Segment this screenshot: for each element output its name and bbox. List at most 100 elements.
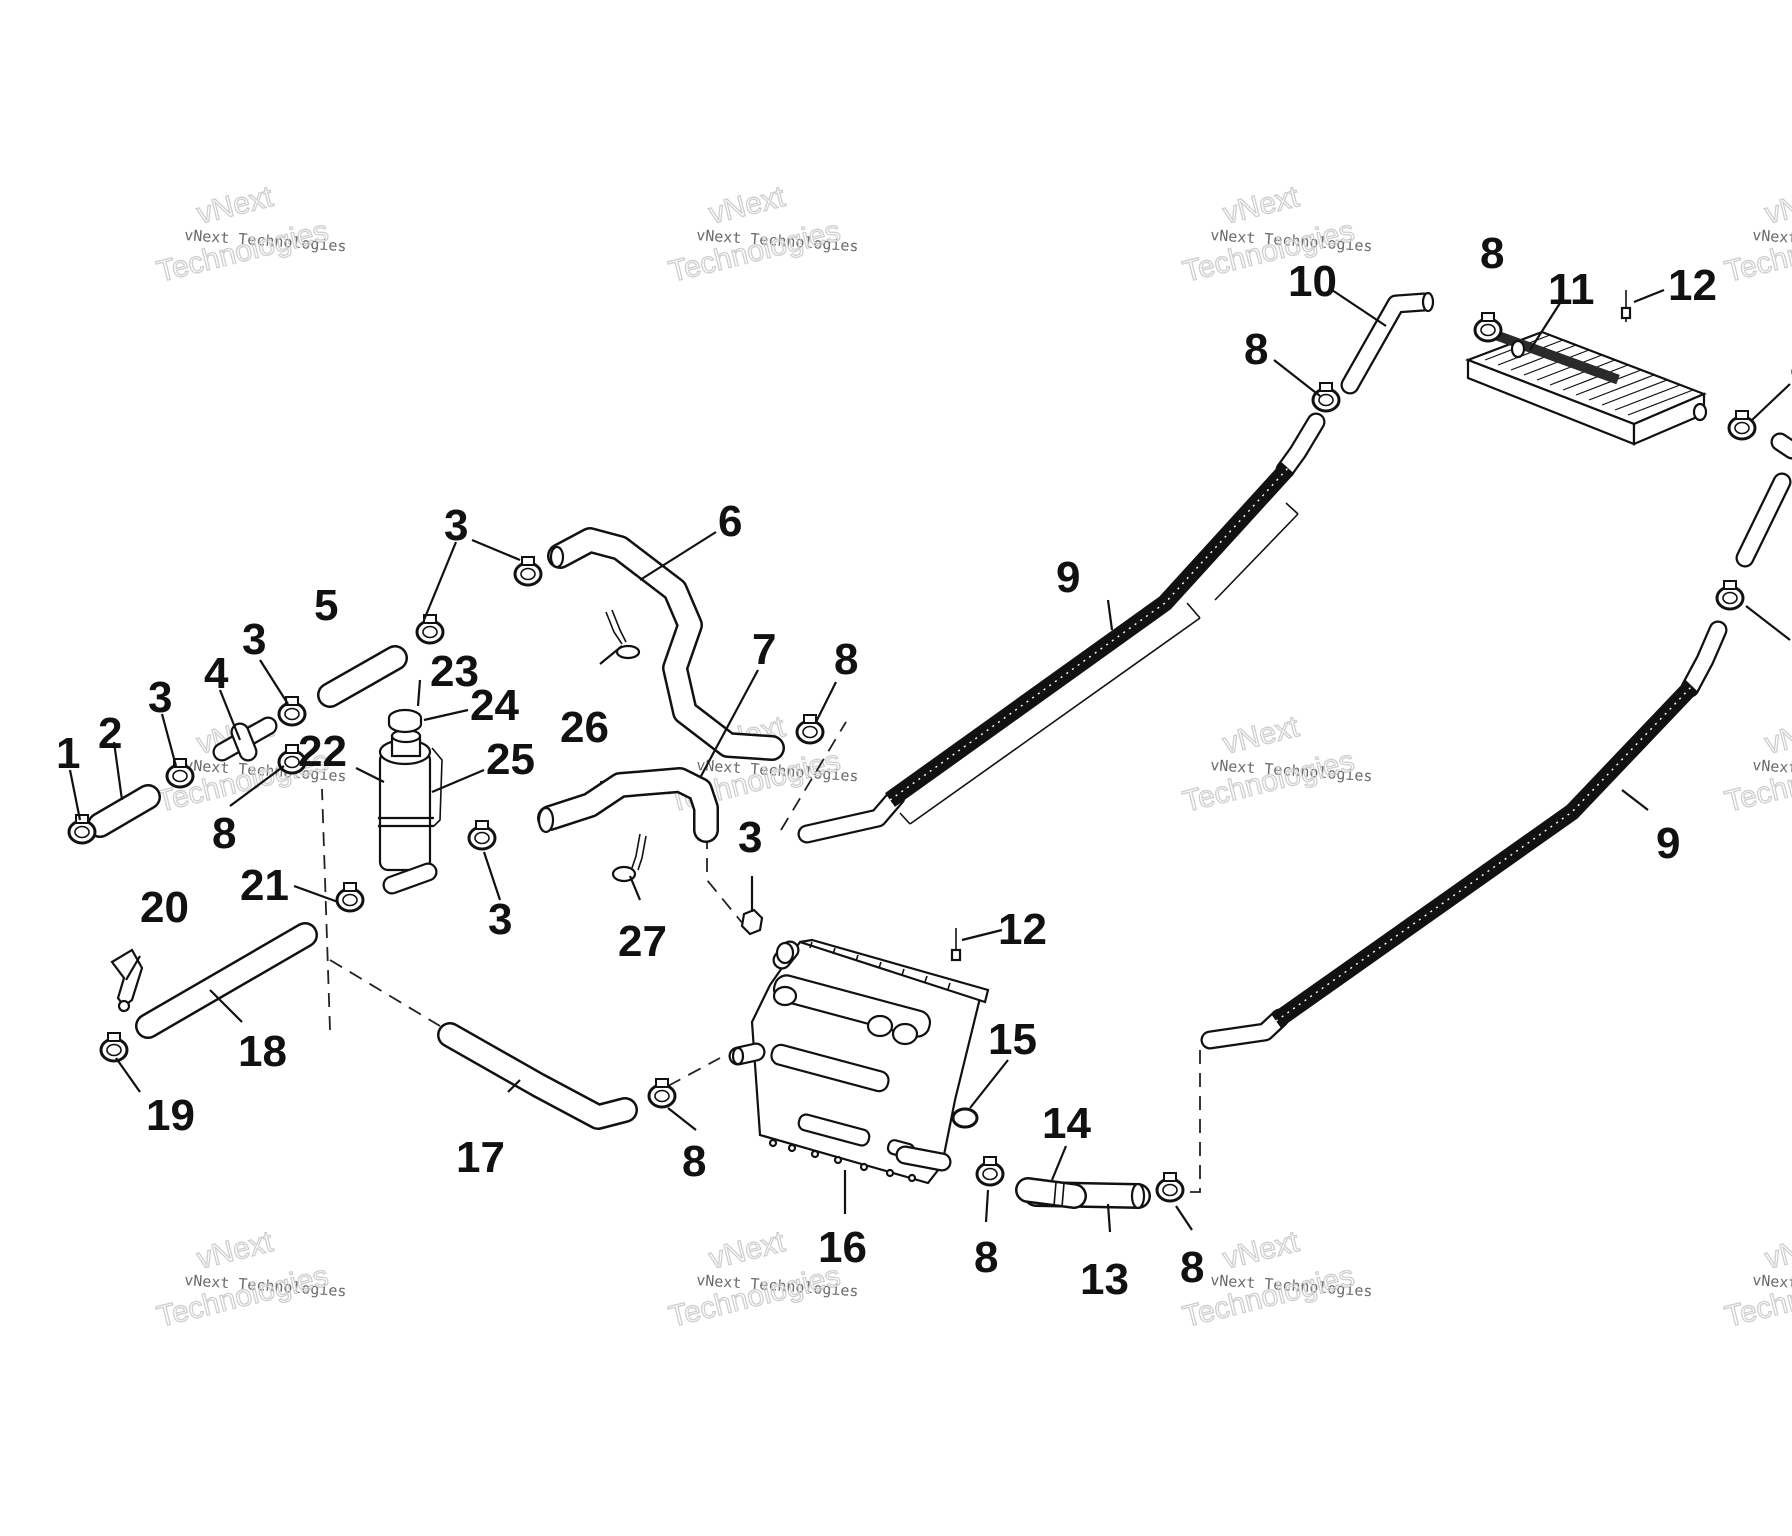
watermark-big: Technologies bbox=[1180, 1259, 1358, 1333]
hose-17 bbox=[437, 1022, 638, 1130]
callout-2: 2 bbox=[98, 709, 122, 758]
callout-8-b: 8 bbox=[834, 635, 858, 684]
clamp-19 bbox=[99, 1031, 129, 1063]
watermark-top: vNext bbox=[1762, 180, 1792, 231]
callout-24: 24 bbox=[470, 681, 519, 730]
hose-18 bbox=[135, 922, 318, 1039]
callout-18: 18 bbox=[238, 1027, 287, 1076]
hose-10 bbox=[1340, 291, 1435, 395]
clamp-8-e bbox=[1727, 409, 1757, 441]
watermark-top: vNext bbox=[1762, 710, 1792, 761]
nut bbox=[740, 908, 764, 936]
clamp-3-b bbox=[277, 695, 307, 727]
callout-12-a: 12 bbox=[1668, 261, 1717, 310]
watermark-big: Technologies bbox=[1180, 744, 1358, 818]
callout-17: 17 bbox=[456, 1133, 505, 1182]
hose-right-partial bbox=[1735, 432, 1792, 568]
callout-1: 1 bbox=[56, 729, 80, 778]
callout-9-a: 9 bbox=[1056, 553, 1080, 602]
watermark-big: Technologies bbox=[154, 214, 332, 288]
clamp-8-f bbox=[1715, 579, 1745, 611]
watermark-top: vNext bbox=[194, 180, 277, 231]
clamp-8-d bbox=[1473, 311, 1503, 343]
hose-6 bbox=[547, 527, 785, 761]
clamp-3-e bbox=[467, 819, 497, 851]
clamp-21 bbox=[335, 881, 365, 913]
cable-tie-27 bbox=[611, 833, 647, 883]
cable-tie-26 bbox=[605, 609, 641, 660]
callout-3-a: 3 bbox=[148, 673, 172, 722]
callout-8-d: 8 bbox=[1480, 229, 1504, 278]
reservoir-cap bbox=[387, 708, 423, 734]
clamp-8-h bbox=[975, 1155, 1005, 1187]
hose-9-upper bbox=[797, 412, 1326, 844]
callout-10: 10 bbox=[1288, 257, 1337, 306]
watermark-top: vNext bbox=[706, 180, 789, 231]
callout-8-g: 8 bbox=[1180, 1243, 1204, 1292]
hose-9-lower bbox=[1200, 620, 1728, 1050]
callout-20: 20 bbox=[140, 883, 189, 932]
fitting-14 bbox=[1015, 1177, 1087, 1209]
callout-21: 21 bbox=[240, 861, 289, 910]
bolt-12-upper bbox=[1620, 290, 1632, 322]
callout-6: 6 bbox=[718, 497, 742, 546]
callout-13: 13 bbox=[1080, 1255, 1129, 1304]
callout-8-c: 8 bbox=[1244, 325, 1268, 374]
leader-lines bbox=[68, 288, 1791, 1233]
callout-3-c: 3 bbox=[444, 501, 468, 550]
callout-3-d: 3 bbox=[738, 813, 762, 862]
watermark-top: vNext bbox=[1220, 180, 1303, 231]
watermark-top: vNext bbox=[1762, 1225, 1792, 1276]
watermark-big: Technologies bbox=[666, 1259, 844, 1333]
watermark-top: vNext bbox=[194, 1225, 277, 1276]
heater-core bbox=[1464, 329, 1708, 446]
o-ring-15 bbox=[951, 1107, 979, 1129]
watermark-top: vNext bbox=[1220, 1225, 1303, 1276]
coolant-reservoir bbox=[378, 728, 443, 895]
callout-16: 16 bbox=[818, 1223, 867, 1272]
callout-25: 25 bbox=[486, 735, 535, 784]
callout-15: 15 bbox=[988, 1015, 1037, 1064]
callout-3-e: 3 bbox=[488, 895, 512, 944]
hose-5 bbox=[317, 645, 408, 708]
callout-labels: 1 2 3 3 3 3 3 3 4 5 6 7 8 8 8 8 8 8 8 8 … bbox=[56, 229, 1792, 1304]
clamp-8-i bbox=[1155, 1171, 1185, 1203]
clamp-3-c bbox=[415, 613, 445, 645]
callout-27: 27 bbox=[618, 917, 667, 966]
watermark-top: vNext bbox=[1220, 710, 1303, 761]
clamp-8-c bbox=[1311, 381, 1341, 413]
callout-5: 5 bbox=[314, 581, 338, 630]
watermark-big: Technologies bbox=[154, 1259, 332, 1333]
callout-8-e: 8 bbox=[682, 1137, 706, 1186]
watermark-top: vNext bbox=[706, 1225, 789, 1276]
clamp-8-b bbox=[795, 713, 825, 745]
callout-14: 14 bbox=[1042, 1099, 1091, 1148]
callout-7: 7 bbox=[752, 625, 776, 674]
callout-26: 26 bbox=[560, 703, 609, 752]
callout-19: 19 bbox=[146, 1091, 195, 1140]
callout-8-f: 8 bbox=[974, 1233, 998, 1282]
callout-8-a: 8 bbox=[212, 809, 236, 858]
callout-12-b: 12 bbox=[998, 905, 1047, 954]
callout-4: 4 bbox=[204, 649, 229, 698]
watermark-big: Technologies bbox=[666, 214, 844, 288]
hose-2 bbox=[87, 784, 161, 838]
clamp-3-d bbox=[513, 555, 543, 587]
callout-11: 11 bbox=[1548, 265, 1595, 314]
tee-fitting-4 bbox=[212, 716, 278, 762]
callout-3-b: 3 bbox=[242, 615, 266, 664]
callout-8-h: 8 bbox=[1790, 341, 1792, 390]
callout-23: 23 bbox=[430, 647, 479, 696]
clamp-8-g bbox=[647, 1077, 677, 1109]
hose-7 bbox=[537, 767, 719, 843]
